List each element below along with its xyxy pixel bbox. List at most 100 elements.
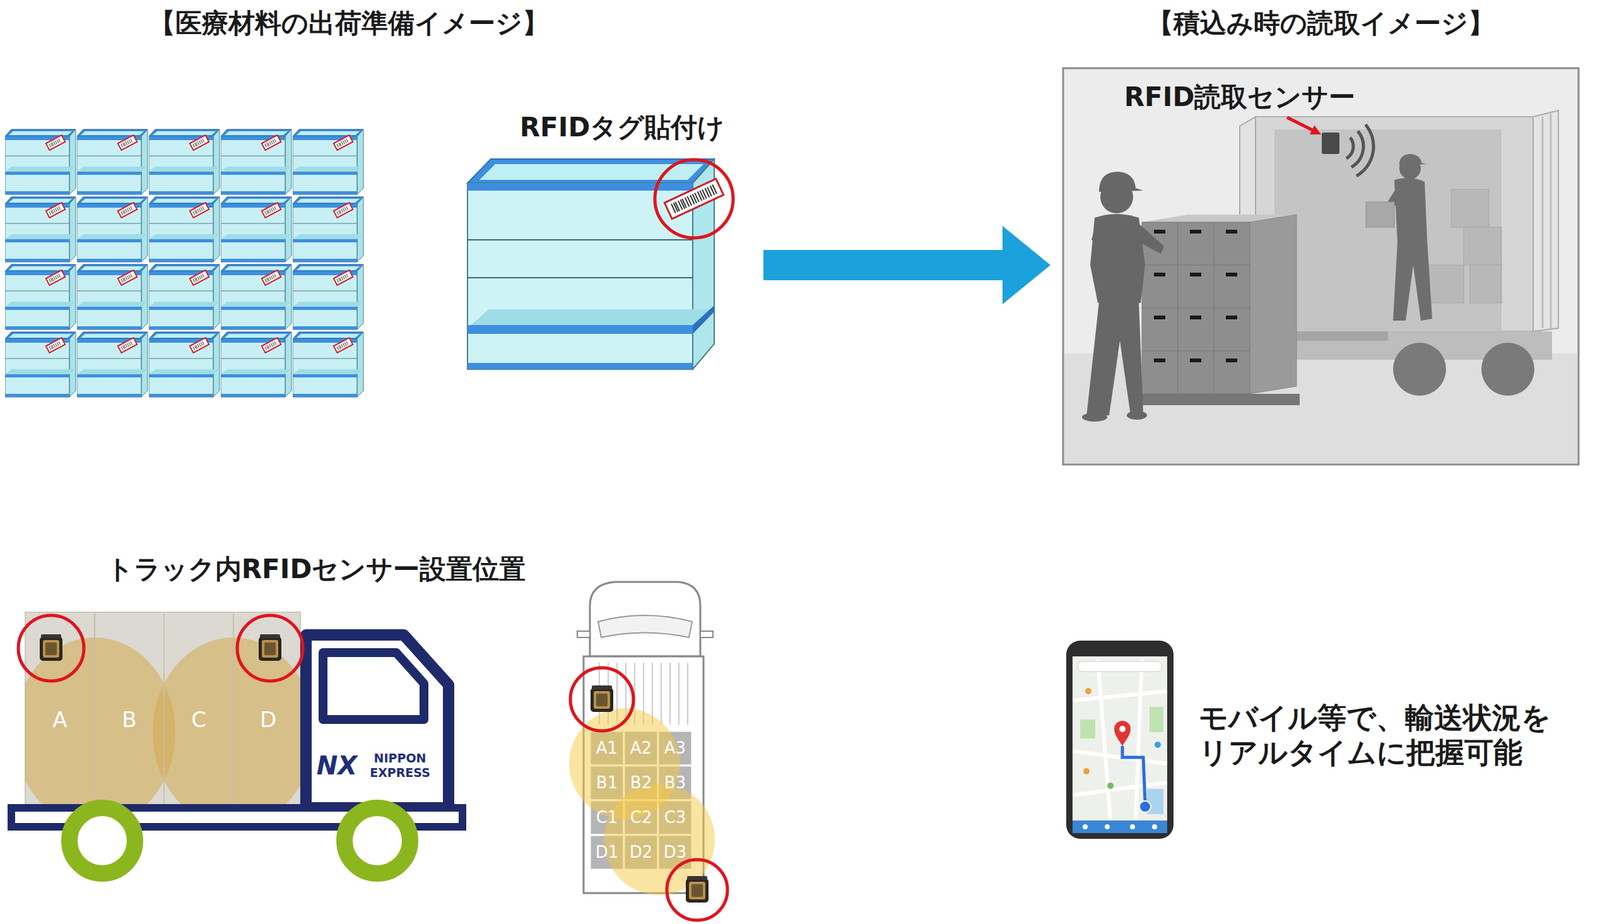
truck-top-view	[598, 615, 693, 638]
smartphone	[1139, 800, 1151, 812]
cart-cluster	[76, 196, 148, 262]
grid-cell: C2	[630, 807, 653, 828]
highlight-circle	[18, 615, 84, 681]
pallet-boxes	[1189, 272, 1202, 277]
cart-cluster	[220, 196, 292, 262]
rfid-reader	[1321, 132, 1340, 154]
cart-cluster	[220, 264, 292, 330]
cart-cluster	[148, 264, 220, 330]
truck-container	[1239, 110, 1559, 396]
rfid-tag	[664, 178, 724, 219]
worker-at-pallet	[1091, 222, 1130, 260]
truck-side-view	[25, 637, 176, 806]
tagged-cart	[467, 158, 734, 370]
truck-container	[1274, 129, 1502, 332]
pallet-boxes	[1189, 229, 1202, 234]
panel-heading: 【積込み時の読取イメージ】	[1147, 6, 1495, 42]
smartphone	[1083, 767, 1090, 775]
pallet-boxes	[1225, 358, 1238, 363]
cart-cluster	[5, 196, 76, 262]
truck-side-view	[163, 613, 165, 805]
pallet-boxes	[1177, 307, 1214, 351]
pallet-boxes	[1141, 350, 1178, 394]
pallet-boxes	[1225, 272, 1238, 277]
smartphone	[1082, 823, 1088, 830]
worker-in-truck	[1365, 201, 1395, 228]
pallet-boxes	[1153, 315, 1166, 320]
highlight-circle	[666, 859, 728, 920]
tagged-cart	[467, 276, 693, 279]
pallet-boxes	[1138, 214, 1300, 406]
grid-cell: A3	[664, 738, 686, 758]
cart-cluster	[292, 196, 364, 262]
worker-in-truck	[1399, 157, 1421, 180]
label-anchor: C1	[596, 807, 619, 828]
tagged-cart	[467, 182, 693, 370]
zone-label: B	[121, 706, 137, 733]
grid-cell: B1	[596, 772, 618, 793]
truck-side-view	[344, 807, 411, 874]
smartphone	[1104, 823, 1110, 830]
pallet-boxes	[1153, 229, 1238, 363]
label-anchor: EXPRESS	[369, 765, 431, 780]
pallet-boxes	[1213, 264, 1250, 308]
smartphone	[1080, 719, 1096, 739]
callout-label: RFIDタグ貼付け	[519, 111, 725, 144]
cart-cluster	[148, 129, 220, 195]
rfid-tag	[664, 178, 724, 219]
cart-cluster	[148, 331, 220, 397]
grid-cell: B2	[630, 772, 652, 793]
tagged-cart	[467, 239, 693, 241]
pallet-boxes	[1153, 229, 1166, 234]
rfid-reader	[1309, 125, 1322, 135]
pallet-boxes	[1213, 307, 1250, 351]
grid-cell: C1	[596, 807, 619, 828]
label-anchor: D1	[595, 842, 619, 862]
panel-group: 【積込み時の読取イメージ】	[1063, 6, 1579, 465]
rfid-reader	[1356, 124, 1374, 176]
cart-cluster	[220, 129, 292, 195]
highlight-circle	[570, 667, 634, 731]
cart-cluster	[5, 129, 76, 195]
cart-cluster	[220, 331, 292, 397]
pallet-boxes	[1249, 214, 1297, 394]
smartphone	[1114, 720, 1131, 746]
label-anchor: C	[191, 706, 207, 733]
truck-side-view	[11, 611, 463, 874]
cart-cluster	[292, 264, 364, 330]
label-anchor: B2	[630, 772, 652, 793]
pallet-boxes	[1213, 222, 1250, 265]
grid-cell: B3	[664, 772, 686, 793]
grid-cell: D2	[629, 842, 653, 862]
truck-side-view	[305, 634, 449, 808]
rfid-tag	[671, 184, 717, 214]
panel-group: 【医療材料の出荷準備イメージ】	[0, 6, 751, 404]
smartphone	[1107, 782, 1114, 789]
label-anchor: C2	[630, 807, 653, 828]
logo-text: EXPRESS	[369, 765, 431, 780]
arrow-shaft	[763, 249, 1004, 281]
truck-top-view	[685, 875, 709, 903]
arrow-head	[1002, 225, 1051, 305]
smartphone	[1077, 661, 1163, 672]
truck-top-view	[700, 630, 713, 638]
pallet-boxes	[1141, 264, 1178, 308]
smartphone	[1122, 745, 1146, 802]
cart-cluster	[292, 129, 364, 195]
pallet-boxes	[1213, 350, 1250, 394]
pallet-boxes	[1189, 315, 1202, 320]
pallet-boxes	[1153, 272, 1166, 277]
label-anchor: A2	[630, 738, 652, 758]
worker-at-pallet	[1132, 220, 1165, 254]
smartphone	[1085, 687, 1092, 695]
smartphone	[1149, 706, 1164, 732]
truck-top-view	[583, 656, 704, 893]
grid-cell: C3	[664, 807, 687, 828]
worker-in-truck	[1393, 239, 1433, 321]
pallet-boxes	[1225, 315, 1238, 320]
smartphone	[1152, 823, 1158, 830]
section-heading: トラック内RFIDセンサー設置位置	[106, 553, 527, 585]
truck-container	[1451, 189, 1489, 228]
